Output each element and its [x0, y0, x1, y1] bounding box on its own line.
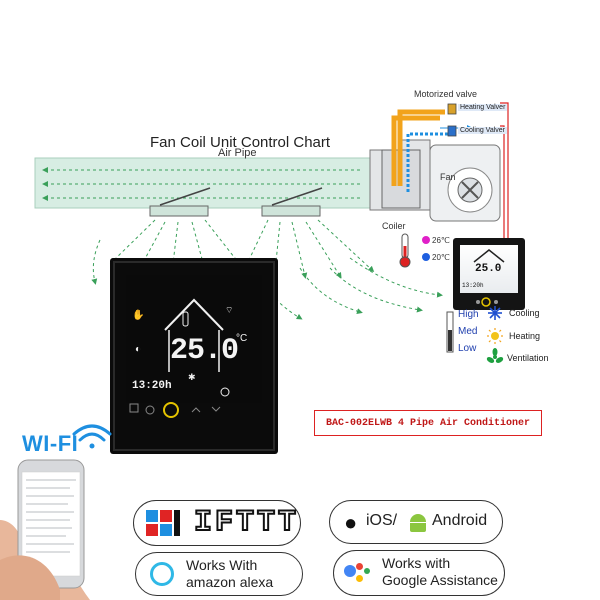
google-line2: Google Assistance [382, 572, 498, 588]
sun-icon [487, 328, 503, 344]
wifi-icon [72, 424, 112, 449]
google-assistant-icon [344, 563, 374, 585]
fan-coil-unit [369, 139, 501, 222]
speed-med-label: Med [458, 326, 478, 337]
wifi-label: WI-FI [22, 431, 79, 456]
large-thermostat-clock: 13:20h [132, 380, 172, 392]
diffuser-right [261, 187, 323, 217]
mode-ventilation-label: Ventilation [507, 353, 549, 363]
fan-mode-icon [486, 348, 504, 363]
cooling-valve-label: Cooling Valver [458, 127, 508, 134]
heating-pipes [391, 109, 445, 186]
alexa-line1: Works With [186, 557, 258, 573]
mode-heating-label: Heating [509, 331, 541, 341]
google-assistant-badge: Works with Google Assistance [333, 550, 505, 596]
thermometer-icon [399, 233, 411, 268]
fan-label: Fan [440, 172, 456, 182]
speed-low-label: Low [458, 343, 477, 354]
heating-valve-label: Heating Valver [458, 104, 508, 111]
hot-dot [422, 236, 430, 244]
large-thermostat-temperature: 25.0 [170, 334, 239, 368]
small-thermostat-clock: 13:20h [462, 282, 484, 289]
svg-text:⌔: ⌔ [225, 305, 233, 315]
svg-text:✱: ✱ [188, 372, 196, 382]
google-line1: Works with [382, 555, 451, 571]
thermostat-small [453, 238, 525, 310]
alexa-line2: amazon alexa [186, 574, 274, 590]
alexa-badge: Works With amazon alexa [135, 552, 303, 596]
ifttt-badge: IFTTT [133, 500, 301, 546]
ios-label: iOS/ [366, 512, 398, 529]
heating-valve [447, 103, 457, 115]
cooling-pipes [406, 132, 450, 192]
small-thermostat-temperature: 25.0 [475, 263, 502, 275]
android-icon [408, 512, 428, 532]
large-thermostat-unit: °C [236, 333, 248, 344]
mode-cooling-label: Cooling [509, 308, 540, 318]
snowflake-icon [488, 306, 502, 320]
air-pipe [34, 157, 371, 209]
motorized-valve-label: Motorized valve [414, 89, 478, 99]
model-label: BAC-002ELWB 4 Pipe Air Conditioner [314, 410, 542, 436]
air-pipe-arrows [42, 167, 360, 201]
apple-icon: ● [344, 510, 358, 535]
airflow-arrows [91, 219, 443, 320]
temp-cold-label: 20℃ [432, 253, 450, 262]
phone-image [0, 459, 90, 600]
svg-text:✋: ✋ [132, 308, 144, 321]
air-pipe-label: Air Pipe [218, 147, 257, 159]
cooling-valve [447, 125, 457, 137]
thermostat-large: ✋ ◐ ⌔ ✱ [110, 258, 278, 454]
cold-dot [422, 253, 430, 261]
temp-hot-label: 26℃ [432, 236, 450, 245]
ios-android-badge: ● iOS/ Android [329, 500, 503, 544]
alexa-icon [150, 562, 174, 586]
coiler-label: Coiler [382, 221, 406, 231]
ifttt-logo [146, 510, 172, 536]
speed-bar [446, 311, 454, 353]
speed-high-label: High [458, 309, 479, 320]
android-label: Android [432, 512, 488, 529]
diffuser-left [149, 187, 211, 217]
svg-text:◐: ◐ [135, 344, 141, 355]
ifttt-text: IFTTT [193, 505, 300, 541]
diagram-title: Fan Coil Unit Control Chart [150, 134, 331, 151]
